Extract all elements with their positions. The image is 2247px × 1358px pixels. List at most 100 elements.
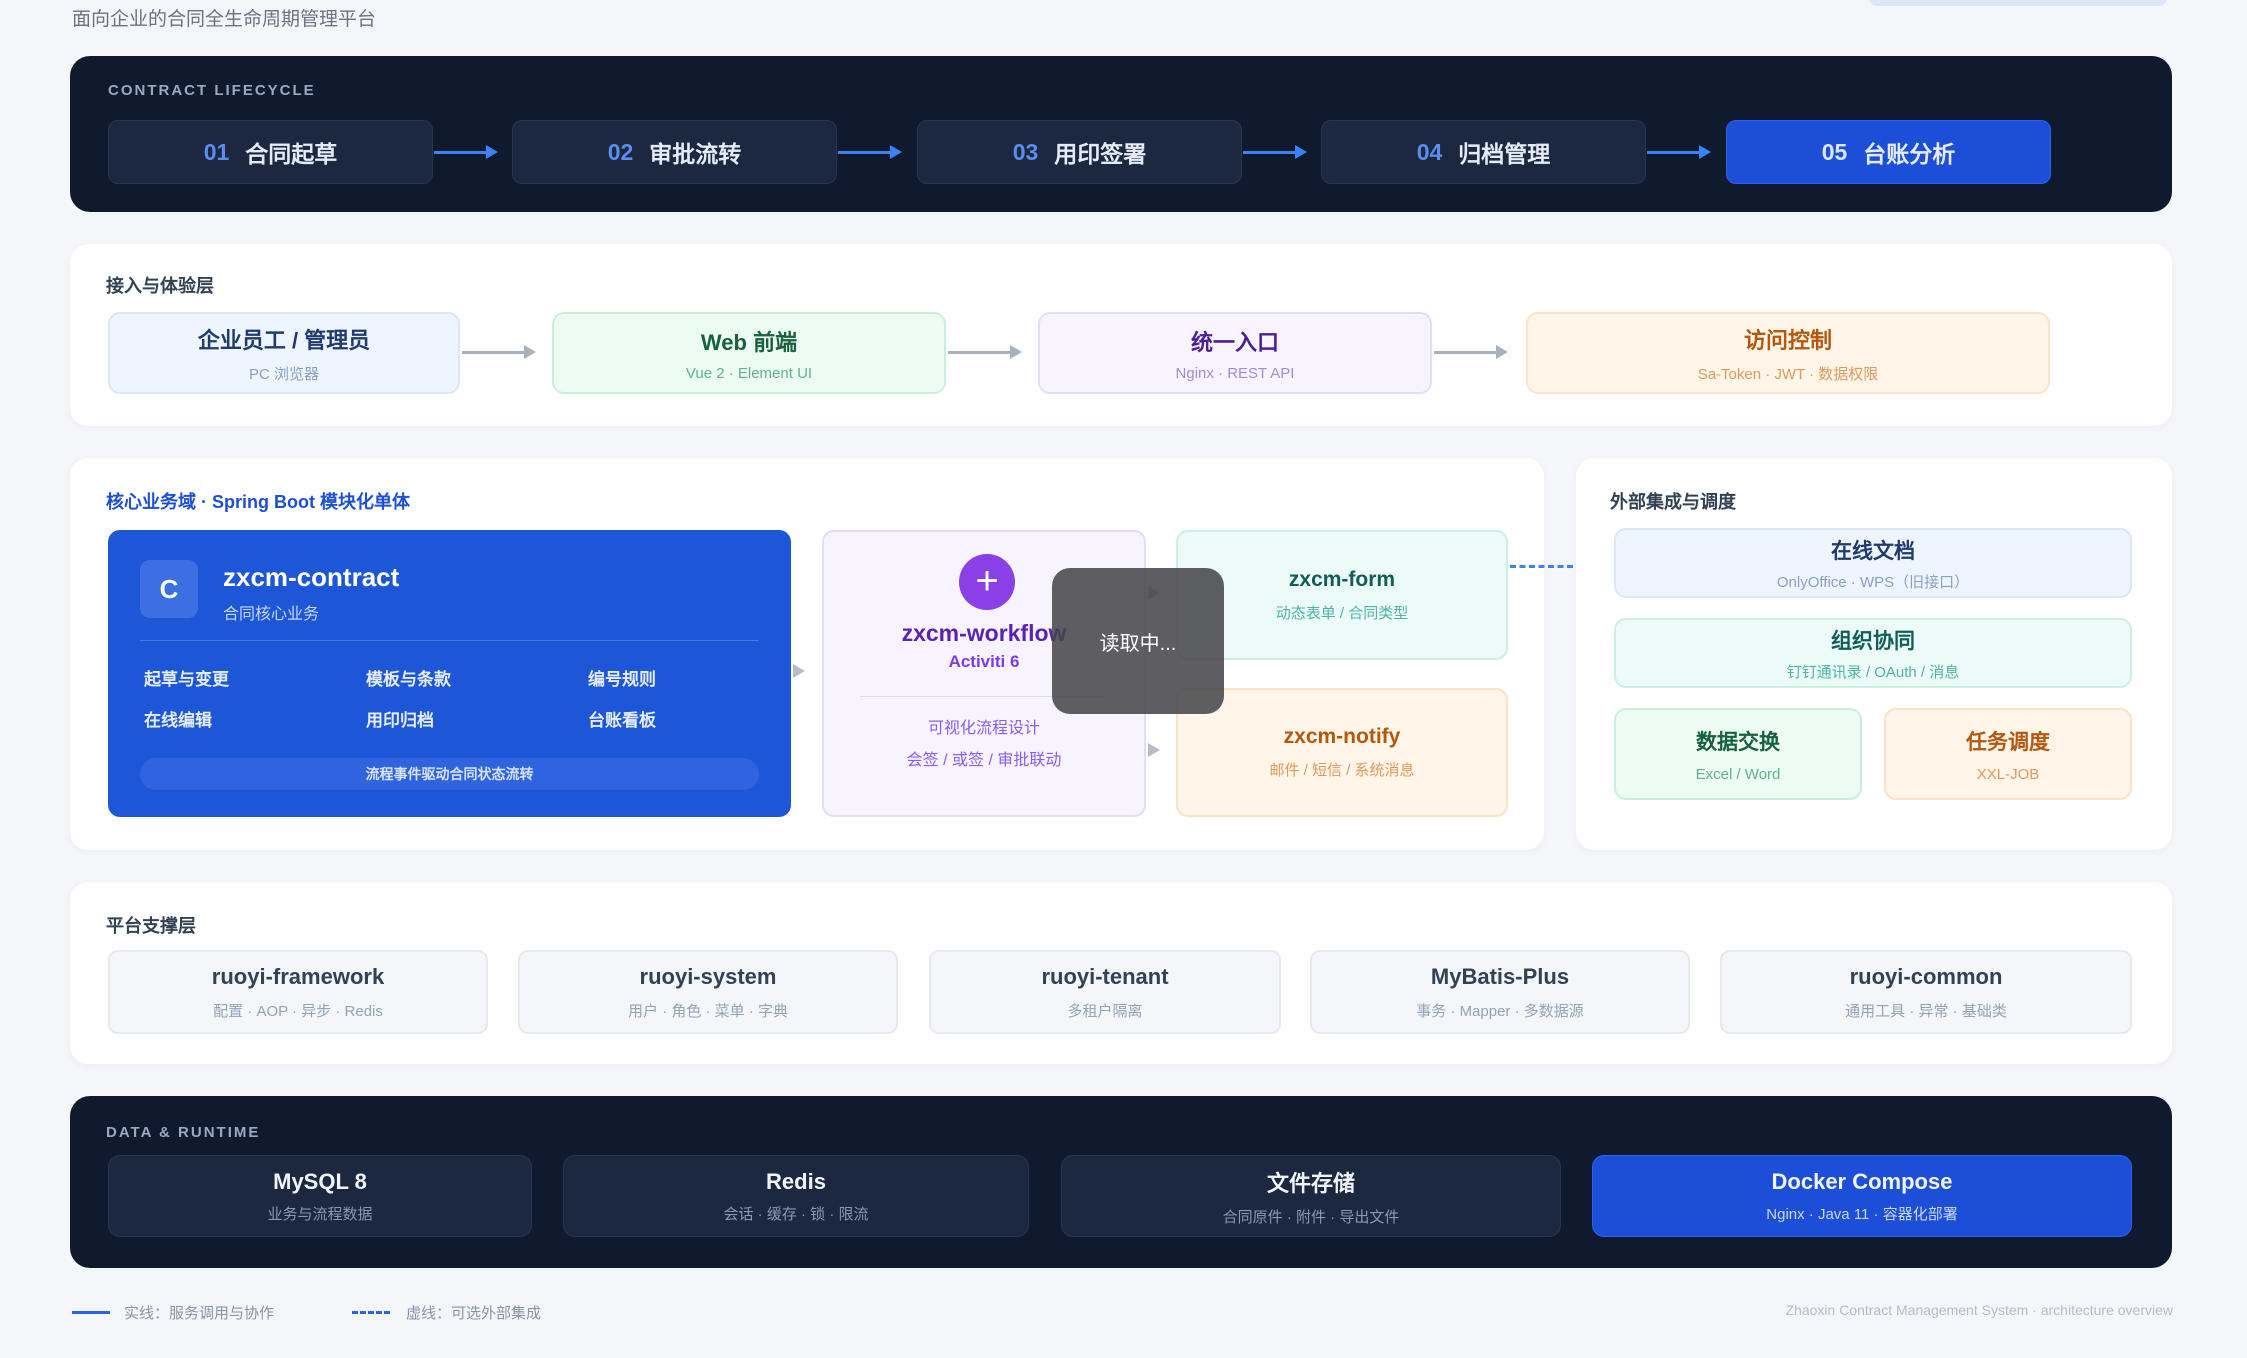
- lifecycle-label: CONTRACT LIFECYCLE: [108, 82, 316, 99]
- step-label: 归档管理: [1458, 141, 1551, 167]
- step-number: 02: [607, 138, 634, 165]
- divider: [860, 696, 1108, 697]
- box-title: 访问控制: [1743, 327, 1832, 353]
- platform-ruoyi-system[interactable]: ruoyi-system 用户 · 角色 · 菜单 · 字典: [518, 950, 898, 1034]
- external-label: 外部集成与调度: [1610, 492, 1736, 512]
- box-subtitle: PC 浏览器: [248, 365, 319, 383]
- org-collab-box[interactable]: 组织协同 钉钉通讯录 / OAuth / 消息: [1614, 618, 2132, 688]
- access-gateway-box[interactable]: 统一入口 Nginx · REST API: [1038, 312, 1432, 394]
- box-subtitle: 通用工具 · 异常 · 基础类: [1845, 1002, 2007, 1020]
- step-number: 04: [1416, 138, 1443, 165]
- connector-arrowhead: [1148, 743, 1160, 757]
- step-number: 01: [203, 138, 230, 165]
- notify-title: zxcm-notify: [1283, 725, 1401, 748]
- step-label: 审批流转: [649, 141, 742, 167]
- flow-arrow: [1243, 145, 1307, 159]
- access-users-box[interactable]: 企业员工 / 管理员 PC 浏览器: [108, 312, 460, 394]
- lifecycle-step-03[interactable]: 03 用印签署: [917, 120, 1242, 184]
- step-number: 03: [1012, 138, 1039, 165]
- workflow-engine: Activiti 6: [948, 652, 1020, 671]
- lifecycle-step-02[interactable]: 02 审批流转: [512, 120, 837, 184]
- box-subtitle: OnlyOffice · WPS（旧接口）: [1776, 573, 1970, 591]
- data-exchange-box[interactable]: 数据交换 Excel / Word: [1614, 708, 1862, 800]
- divider: [140, 640, 759, 641]
- box-subtitle: 业务与流程数据: [267, 1205, 373, 1223]
- form-module[interactable]: zxcm-form 动态表单 / 合同类型: [1176, 530, 1508, 660]
- lifecycle-step-04[interactable]: 04 归档管理: [1321, 120, 1646, 184]
- legend-solid-text: 实线：服务调用与协作: [124, 1305, 275, 1322]
- box-title: MyBatis-Plus: [1430, 963, 1570, 989]
- form-subtitle: 动态表单 / 合同类型: [1275, 604, 1409, 622]
- footer-caption: Zhaoxin Contract Management System · arc…: [1785, 1302, 2174, 1318]
- lifecycle-step-01[interactable]: 01 合同起草: [108, 120, 433, 184]
- runtime-docker-compose[interactable]: Docker Compose Nginx · Java 11 · 容器化部署: [1592, 1155, 2132, 1237]
- box-subtitle: Sa-Token · JWT · 数据权限: [1697, 365, 1879, 383]
- box-subtitle: Vue 2 · Element UI: [685, 364, 813, 382]
- core-business-label: 核心业务域 · Spring Boot 模块化单体: [106, 492, 410, 512]
- flow-arrow: [1434, 345, 1508, 359]
- plus-icon: +: [959, 554, 1015, 610]
- box-subtitle: Nginx · Java 11 · 容器化部署: [1766, 1205, 1958, 1223]
- box-title: ruoyi-system: [639, 963, 777, 989]
- box-title: 统一入口: [1190, 329, 1279, 355]
- box-title: ruoyi-framework: [211, 963, 385, 989]
- box-title: 组织协同: [1831, 629, 1915, 653]
- box-title: ruoyi-common: [1849, 963, 2003, 989]
- legend-solid-line: [72, 1311, 110, 1314]
- box-subtitle: Excel / Word: [1695, 765, 1781, 783]
- contract-feature: 编号规则: [588, 670, 656, 689]
- form-title: zxcm-form: [1288, 567, 1396, 591]
- box-subtitle: XXL-JOB: [1976, 765, 2040, 783]
- online-doc-box[interactable]: 在线文档 OnlyOffice · WPS（旧接口）: [1614, 528, 2132, 598]
- box-subtitle: Nginx · REST API: [1175, 364, 1295, 382]
- top-right-pill: [1868, 0, 2168, 6]
- box-subtitle: 事务 · Mapper · 多数据源: [1416, 1002, 1584, 1020]
- legend-dashed-text: 虚线：可选外部集成: [406, 1305, 542, 1322]
- scheduler-box[interactable]: 任务调度 XXL-JOB: [1884, 708, 2132, 800]
- flow-arrow: [948, 345, 1022, 359]
- notify-module[interactable]: zxcm-notify 邮件 / 短信 / 系统消息: [1176, 688, 1508, 817]
- contract-feature: 模板与条款: [366, 670, 451, 689]
- box-subtitle: 用户 · 角色 · 菜单 · 字典: [628, 1002, 788, 1020]
- platform-mybatis-plus[interactable]: MyBatis-Plus 事务 · Mapper · 多数据源: [1310, 950, 1690, 1034]
- loading-overlay: 读取中...: [1052, 568, 1224, 714]
- lifecycle-step-05[interactable]: 05 台账分析: [1726, 120, 2051, 184]
- connector-arrowhead: [793, 664, 805, 678]
- platform-ruoyi-framework[interactable]: ruoyi-framework 配置 · AOP · 异步 · Redis: [108, 950, 488, 1034]
- box-title: 数据交换: [1696, 730, 1780, 754]
- contract-event-bar: 流程事件驱动合同状态流转: [140, 758, 759, 790]
- contract-title: zxcm-contract: [223, 562, 400, 592]
- contract-module[interactable]: C zxcm-contract 合同核心业务 起草与变更 模板与条款 编号规则 …: [108, 530, 791, 817]
- box-title: Redis: [766, 1168, 826, 1194]
- box-subtitle: 多租户隔离: [1067, 1002, 1143, 1020]
- runtime-label: DATA & RUNTIME: [106, 1124, 261, 1141]
- access-control-box[interactable]: 访问控制 Sa-Token · JWT · 数据权限: [1526, 312, 2050, 394]
- platform-ruoyi-tenant[interactable]: ruoyi-tenant 多租户隔离: [929, 950, 1281, 1034]
- access-layer-label: 接入与体验层: [106, 276, 214, 296]
- box-title: 文件存储: [1266, 1170, 1355, 1196]
- legend-dashed-line: [352, 1311, 390, 1314]
- box-subtitle: 配置 · AOP · 异步 · Redis: [213, 1002, 383, 1020]
- box-subtitle: 合同原件 · 附件 · 导出文件: [1222, 1208, 1400, 1226]
- step-number: 05: [1821, 138, 1848, 165]
- box-title: MySQL 8: [273, 1168, 367, 1194]
- runtime-redis[interactable]: Redis 会话 · 缓存 · 锁 · 限流: [563, 1155, 1029, 1237]
- workflow-title: zxcm-workflow: [901, 620, 1067, 646]
- contract-feature: 在线编辑: [144, 711, 212, 730]
- contract-feature: 台账看板: [588, 711, 656, 730]
- box-title: 在线文档: [1831, 539, 1915, 563]
- box-title: 企业员工 / 管理员: [197, 327, 371, 353]
- platform-ruoyi-common[interactable]: ruoyi-common 通用工具 · 异常 · 基础类: [1720, 950, 2132, 1034]
- box-title: ruoyi-tenant: [1041, 963, 1169, 989]
- platform-label: 平台支撑层: [106, 916, 196, 936]
- page-subtitle: 面向企业的合同全生命周期管理平台: [72, 9, 377, 30]
- runtime-mysql[interactable]: MySQL 8 业务与流程数据: [108, 1155, 532, 1237]
- runtime-file-storage[interactable]: 文件存储 合同原件 · 附件 · 导出文件: [1061, 1155, 1561, 1237]
- contract-feature: 起草与变更: [144, 670, 229, 689]
- access-web-frontend-box[interactable]: Web 前端 Vue 2 · Element UI: [552, 312, 946, 394]
- box-title: 任务调度: [1966, 730, 2050, 754]
- flow-arrow: [1647, 145, 1711, 159]
- contract-feature: 用印归档: [366, 711, 434, 730]
- step-label: 合同起草: [245, 141, 338, 167]
- workflow-feature: 会签 / 或签 / 审批联动: [906, 752, 1062, 769]
